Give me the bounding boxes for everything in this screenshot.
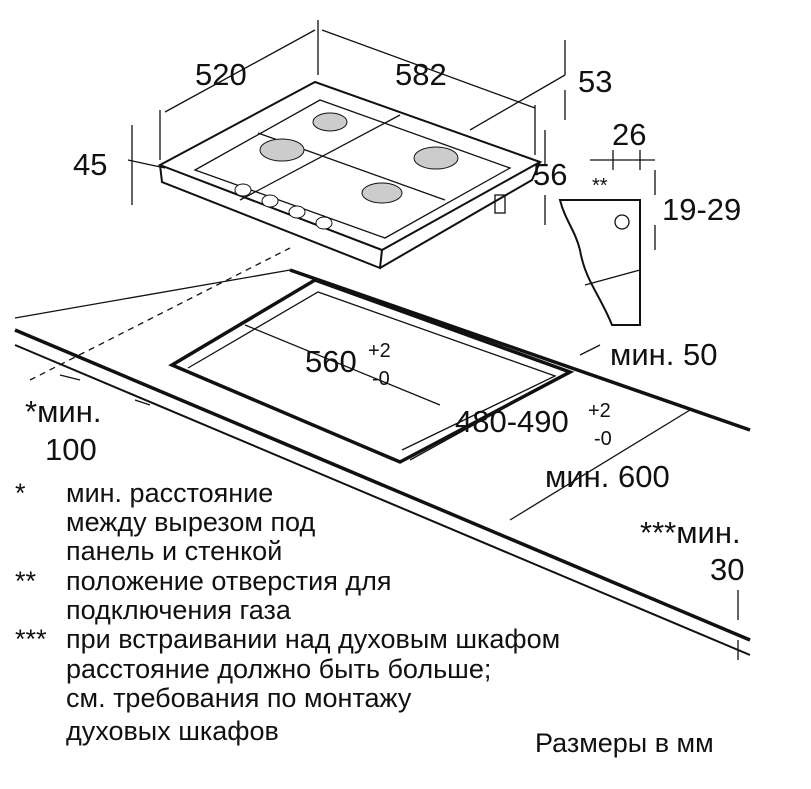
note-marker: *	[15, 478, 26, 508]
units-caption: Размеры в мм	[535, 728, 714, 758]
note-line: духовых шкафов	[66, 716, 279, 746]
note-line: между вырезом под	[66, 507, 315, 537]
dim-hob-width: 582	[395, 57, 447, 92]
note-line: см. требования по монтажу	[66, 683, 412, 713]
projection-line	[29, 247, 291, 381]
dim-hob-depth: 520	[195, 57, 247, 92]
cutout	[168, 278, 575, 464]
bracket-section	[558, 199, 641, 326]
burner	[259, 112, 459, 204]
note-line: мин. расстояние	[66, 478, 273, 508]
gas-connector	[494, 194, 506, 214]
dim-min-side-value: 100	[45, 432, 97, 467]
dim-min-oven-value: 30	[710, 552, 744, 587]
tol-minus: -0	[594, 428, 612, 450]
notes: * мин. расстояние между вырезом под пане…	[15, 478, 560, 746]
dim-gas-offset-top: 53	[578, 64, 612, 99]
note-line: расстояние должно быть больше;	[66, 654, 491, 684]
tol-plus: +2	[588, 400, 611, 422]
note-marker: **	[15, 566, 37, 596]
dimension-lines	[59, 20, 739, 660]
worktop	[14, 268, 751, 656]
dim-bracket-width: 26	[612, 117, 646, 152]
dim-gas-offset-side: 56	[533, 157, 567, 192]
dim-cutout-width: 560	[305, 344, 357, 379]
gas-marker: **	[592, 175, 608, 197]
hob	[157, 80, 543, 270]
note-marker: ***	[15, 624, 47, 654]
note-line: панель и стенкой	[66, 536, 282, 566]
tol-plus: +2	[368, 340, 391, 362]
note-line: положение отверстия для	[66, 566, 391, 596]
dim-min-oven-label: ***мин.	[640, 515, 741, 550]
dim-hob-height: 45	[73, 147, 107, 182]
dim-min-depth: мин. 600	[545, 459, 670, 494]
dim-min-side-label: *мин.	[25, 394, 101, 429]
note-line: при встраивании над духовым шкафом	[66, 624, 560, 654]
dim-cutout-depth: 480-490	[455, 404, 569, 439]
dim-min-back: мин. 50	[610, 337, 717, 372]
dim-worktop-thickness: 19-29	[662, 192, 741, 227]
control-knobs	[234, 183, 333, 230]
tol-minus: -0	[372, 368, 390, 390]
note-line: подключения газа	[66, 595, 292, 625]
